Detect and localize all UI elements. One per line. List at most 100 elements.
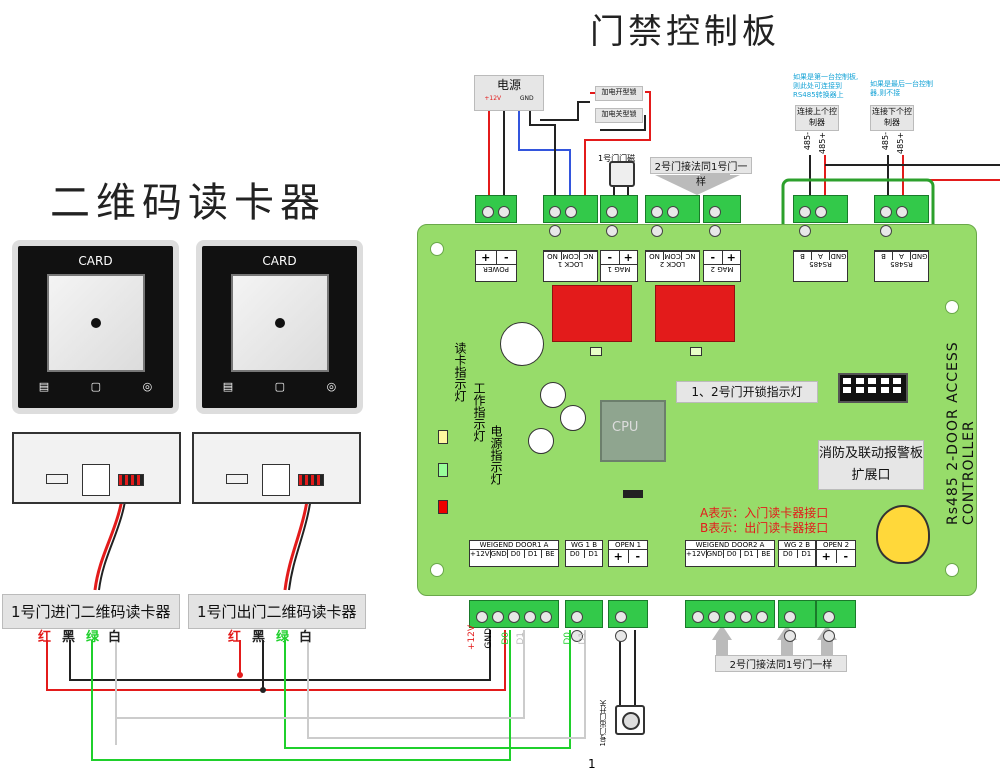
r2-wire-white: 白 [299,630,313,645]
capacitor [540,382,566,408]
rs485-pin-plus-2: 485+ [896,132,905,154]
work-led [438,463,448,477]
mag2-terminal [703,195,741,237]
capacitor [560,405,586,431]
power-title: 电源 [496,78,521,92]
wire-label-d0: D0 [501,632,511,645]
open1-terminal [608,600,648,642]
jumper [623,490,643,498]
r2-wire-red: 红 [228,630,242,645]
door-sensor-label: 1号门门磁 [598,154,636,163]
read-led-label: 读卡指示灯 [453,342,467,402]
rs485-note-right: 如果是最后一台控制器,则不接 [870,80,933,97]
reader-2-scan-window [230,274,329,372]
qr-scan-icon: ▢ [274,380,286,393]
r2-wire-black: 黑 [252,630,266,645]
wire-label-gnd: GND [484,628,494,649]
read-led [438,430,448,444]
ab-note-a: A表示：入门读卡器接口 [700,506,829,520]
mag1-terminal [600,195,638,237]
rs485-pin-minus-2: 485- [881,132,890,151]
capacitor-large [500,322,544,366]
lock1-terminal [543,195,598,237]
mount-hole [430,563,444,577]
wire-label-d0b: D0 [563,632,573,645]
mount-hole [945,563,959,577]
reader-1-bottom [12,432,181,504]
buzzer [876,505,930,564]
wg1-terminal [469,600,559,628]
door-sensor-icon [609,161,635,187]
exit-button-label: 1号门出门开关 [599,700,607,747]
exit-button [615,705,645,735]
same-as-door1-bottom: 2号门接法同1号门一样 [715,655,847,672]
r1-wire-green: 绿 [86,630,100,645]
nfc-icon: ◎ [142,380,153,393]
wg1b-terminal [565,600,603,642]
r1-wire-red: 红 [38,630,52,645]
wg2b-terminal [778,600,816,642]
power-pin-plus: +12V [484,95,502,102]
r1-wire-white: 白 [108,630,122,645]
reader-1-label: 1号门进门二维码读卡器 [2,594,180,629]
unlock-led-1 [590,347,602,356]
rs485-terminal-2 [874,195,929,237]
mag1-port: -+ MAG 1 [600,250,638,282]
wire-label-d1b: D1 [578,632,588,645]
rs485-pin-minus-1: 485- [803,132,812,151]
unlock-led-2 [690,347,702,356]
rs485-next: 连接下个控制器 [870,105,914,131]
page-title: 门禁控制板 [590,12,780,52]
power-label-box: 电源 +12V GND [474,75,544,111]
reader-1-scan-window [46,274,145,372]
rs485-note-left: 如果是第一台控制板,则此处可连接到RS485转换器上 [793,73,859,99]
power-pin-gnd: GND [519,95,534,102]
reader-2-card-text: CARD [262,254,297,268]
qr-scan-icon: ▢ [90,380,102,393]
wire-label-d1: D1 [516,632,526,645]
mount-hole [945,300,959,314]
rs485-prev: 连接上个控制器 [795,105,839,131]
ab-note-b: B表示：出门读卡器接口 [700,521,829,535]
lock2-terminal [645,195,700,237]
same-as-door1-top: 2号门接法同1号门一样 [650,157,752,188]
cpu-label: CPU [612,420,639,435]
wire-label-12v: +12V [467,625,477,651]
work-led-label: 工作指示灯 [472,382,486,442]
ab-note: A表示：入门读卡器接口 B表示：出门读卡器接口 [700,506,828,536]
id-card-icon: ▤ [222,380,234,393]
nfc-icon: ◎ [326,380,337,393]
expansion-header [838,373,908,403]
qr-reader-1: CARD ▤ ▢ ◎ [12,240,179,414]
reader-2-label: 1号门出门二维码读卡器 [188,594,366,629]
board-name: Rs485 2-DOOR ACCESS CONTROLLER [945,341,977,525]
relay-2 [655,285,735,342]
rs485-pin-plus-1: 485+ [818,132,827,154]
rs485-terminal-1 [793,195,848,237]
relay-1 [552,285,632,342]
open2-terminal [816,600,856,642]
reader-2-bottom [192,432,361,504]
unlock-led-label: 1、2号门开锁指示灯 [676,381,818,403]
lock-power-on: 加电开型锁 [595,86,643,101]
mag2-port: -+ MAG 2 [703,250,741,282]
cpu-chip: CPU [600,400,666,462]
power-port: +- POWER [475,250,517,282]
power-led [438,500,448,514]
capacitor [528,428,554,454]
reader-title: 二维码读卡器 [50,180,326,226]
id-card-icon: ▤ [38,380,50,393]
lock-power-off: 加电关型锁 [595,108,643,123]
fire-alarm-label: 消防及联动报警板扩展口 [818,440,924,490]
mount-hole [430,242,444,256]
wg2-terminal [685,600,775,628]
power-led-label: 电源指示灯 [489,425,503,485]
reader-1-card-text: CARD [78,254,113,268]
r2-wire-green: 绿 [276,630,290,645]
